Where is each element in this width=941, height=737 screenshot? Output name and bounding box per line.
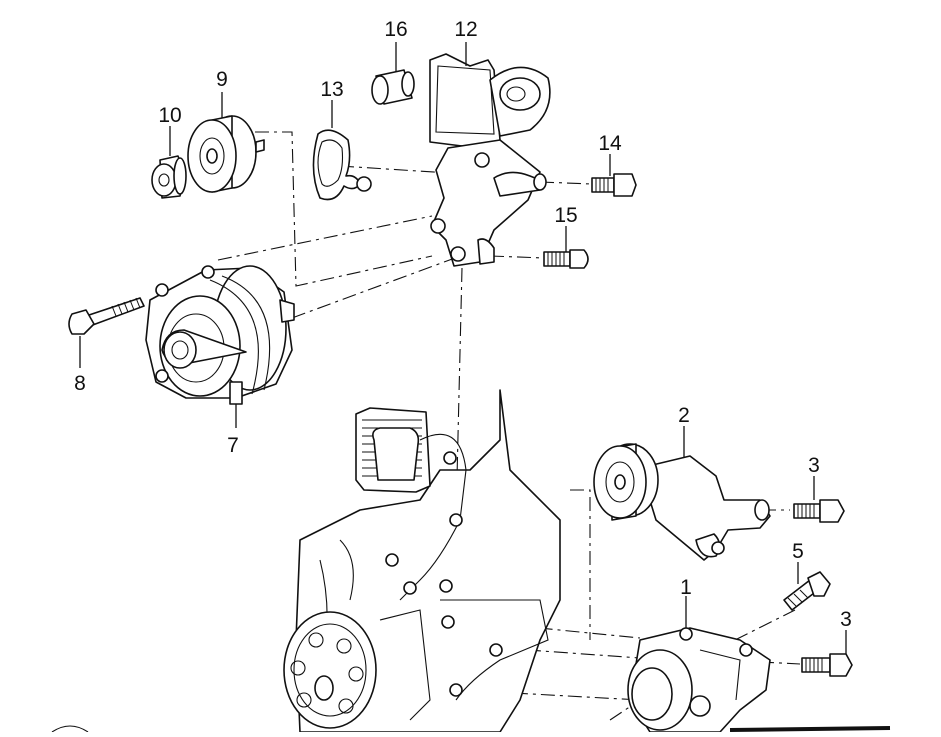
callout-16: 16	[384, 18, 407, 41]
callout-15: 15	[554, 204, 577, 227]
callout-1: 1	[680, 576, 692, 599]
part-9-pulley	[187, 115, 265, 193]
callout-14: 14	[598, 132, 622, 155]
callout-3-lower: 3	[840, 608, 852, 631]
leader-lines	[79, 42, 847, 654]
part-13-gasket	[312, 129, 372, 201]
part-8-bolt	[68, 297, 145, 335]
part-10-cap	[151, 155, 187, 199]
part-14-bolt	[591, 173, 637, 197]
part-15-bolt	[543, 249, 589, 269]
callout-12: 12	[454, 18, 477, 41]
callout-10: 10	[158, 104, 181, 127]
callout-3-upper: 3	[808, 454, 820, 477]
callout-labels: 1 2 3 3 5 7 8 9 10 12 13 14 15 16	[74, 18, 852, 631]
part-1-bracket	[627, 627, 771, 733]
callout-2: 2	[678, 404, 690, 427]
part-3-bolt-lower	[801, 653, 853, 677]
callout-7: 7	[227, 434, 239, 457]
part-12-filter-housing	[429, 53, 551, 267]
part-7-alternator	[145, 265, 295, 405]
part-16-sleeve	[371, 69, 415, 105]
callout-13: 13	[320, 78, 343, 101]
callout-8: 8	[74, 372, 86, 395]
edge-marks	[51, 725, 891, 733]
callout-5: 5	[792, 540, 804, 563]
engine-block	[283, 389, 561, 733]
part-5-bolt	[783, 571, 831, 611]
part-3-bolt-upper	[793, 499, 845, 523]
callout-9: 9	[216, 68, 228, 91]
part-2-tensioner	[593, 443, 771, 561]
